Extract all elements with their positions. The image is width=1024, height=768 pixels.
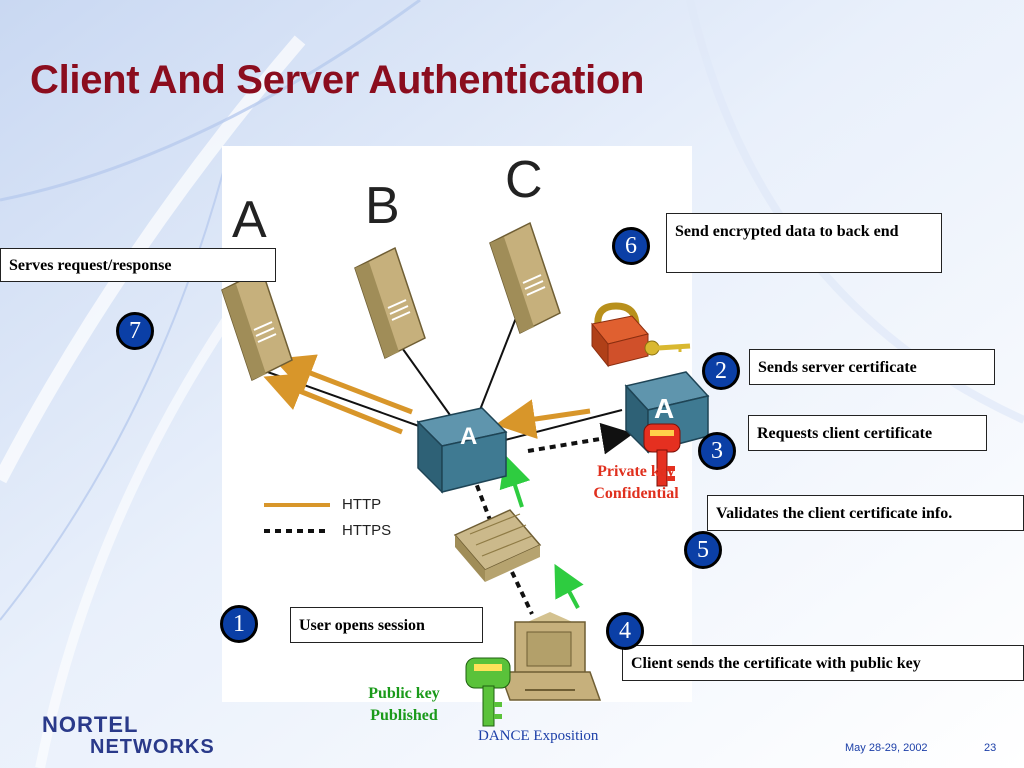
step-4-box: Client sends the certificate with public… xyxy=(622,645,1024,681)
svg-text:A: A xyxy=(460,423,477,450)
step-2-text: Sends server certificate xyxy=(758,359,917,376)
http-arrows xyxy=(263,354,591,439)
step-6-box: Send encrypted data to back end xyxy=(666,213,942,273)
legend xyxy=(264,503,330,533)
step-5-number: 5 xyxy=(684,531,722,569)
client-computer-icon xyxy=(498,612,602,701)
legend-http-label: HTTP xyxy=(342,496,382,513)
svg-text:A: A xyxy=(654,393,674,424)
step-5-text: Validates the client certificate info. xyxy=(716,505,953,522)
page-number: 23 xyxy=(984,742,997,754)
step-1-number: 1 xyxy=(220,605,258,643)
private-key-line1: Private key xyxy=(597,463,675,480)
step-6-text: Send encrypted data to back end xyxy=(675,223,899,240)
server-b-icon xyxy=(354,246,426,360)
step-7-number: 7 xyxy=(116,312,154,350)
public-key-line1: Public key xyxy=(368,685,440,702)
nortel-logo: NORTEL NETWORKS xyxy=(42,712,215,759)
private-key-icon xyxy=(643,423,681,487)
public-key-line2: Published xyxy=(370,707,438,725)
logo-line1: NORTEL xyxy=(42,712,139,737)
step-7-text: Serves request/response xyxy=(9,257,172,274)
slide-title: Client And Server Authentication xyxy=(30,58,645,102)
edge-switch-icon: A xyxy=(624,371,710,454)
private-key-label: Private key Confidential xyxy=(578,461,694,506)
server-label-a: A xyxy=(232,191,267,249)
public-key-icon xyxy=(465,657,511,727)
legend-https-label: HTTPS xyxy=(342,522,392,539)
step-6-number: 6 xyxy=(612,227,650,265)
logo-line2: NETWORKS xyxy=(90,736,215,758)
green-arrows xyxy=(499,454,584,609)
private-key-line2: Confidential xyxy=(593,485,679,503)
step-1-box: User opens session xyxy=(290,607,483,643)
step-3-text: Requests client certificate xyxy=(757,425,933,442)
step-3-number: 3 xyxy=(698,432,736,470)
step-2-number: 2 xyxy=(702,352,740,390)
server-c-icon xyxy=(489,221,561,335)
footer-date: May 28-29, 2002 xyxy=(845,742,928,754)
step-1-text: User opens session xyxy=(299,617,425,634)
public-key-label: Public key Published xyxy=(352,683,456,728)
step-3-box: Requests client certificate xyxy=(748,415,987,451)
step-4-number: 4 xyxy=(606,612,644,650)
step-2-box: Sends server certificate xyxy=(749,349,995,385)
server-a-icon xyxy=(221,268,293,382)
server-label-b: B xyxy=(365,177,400,235)
firewall-icon xyxy=(453,509,542,582)
step-4-text: Client sends the certificate with public… xyxy=(631,655,921,672)
server-label-c: C xyxy=(505,151,543,209)
footer-event: DANCE Exposition xyxy=(478,728,599,744)
https-links xyxy=(471,422,634,615)
switch-icon: A xyxy=(416,407,508,494)
step-5-box: Validates the client certificate info. xyxy=(707,495,1024,531)
step-7-box: Serves request/response xyxy=(0,248,276,282)
padlock-icon xyxy=(591,302,691,368)
